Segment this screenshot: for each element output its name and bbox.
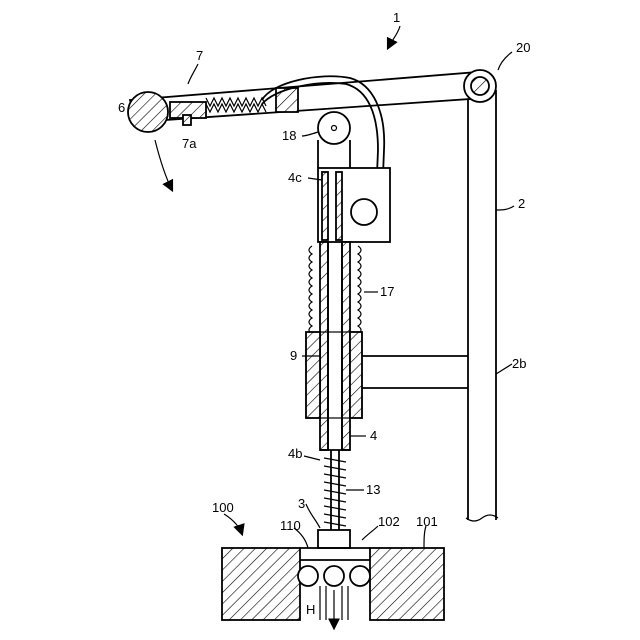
lower-spring <box>324 450 346 532</box>
label-20: 20 <box>516 40 530 55</box>
frame-post <box>466 85 498 521</box>
label-4c: 4c <box>288 170 302 185</box>
label-9: 9 <box>290 348 297 363</box>
label-2: 2 <box>518 196 525 211</box>
label-100: 100 <box>212 500 234 515</box>
label-13: 13 <box>366 482 380 497</box>
label-h: H <box>306 602 315 617</box>
label-7: 7 <box>196 48 203 63</box>
pivot-joint <box>464 70 496 102</box>
counterweight <box>128 92 168 132</box>
label-6: 6 <box>118 100 125 115</box>
slider-block <box>318 168 390 242</box>
tip <box>318 530 350 548</box>
workpiece <box>222 548 444 620</box>
label-102: 102 <box>378 514 400 529</box>
label-4: 4 <box>370 428 377 443</box>
label-17: 17 <box>380 284 394 299</box>
pulley <box>318 112 350 168</box>
label-101: 101 <box>416 514 438 529</box>
label-1: 1 <box>393 10 400 25</box>
leader-lines <box>188 52 514 548</box>
guide-block <box>306 332 362 418</box>
frame-arm <box>360 356 468 388</box>
label-7a: 7a <box>182 136 197 151</box>
rod <box>320 242 350 450</box>
label-18: 18 <box>282 128 296 143</box>
label-3: 3 <box>298 496 305 511</box>
label-4b: 4b <box>288 446 302 461</box>
label-110: 110 <box>280 518 301 533</box>
label-2b: 2b <box>512 356 526 371</box>
